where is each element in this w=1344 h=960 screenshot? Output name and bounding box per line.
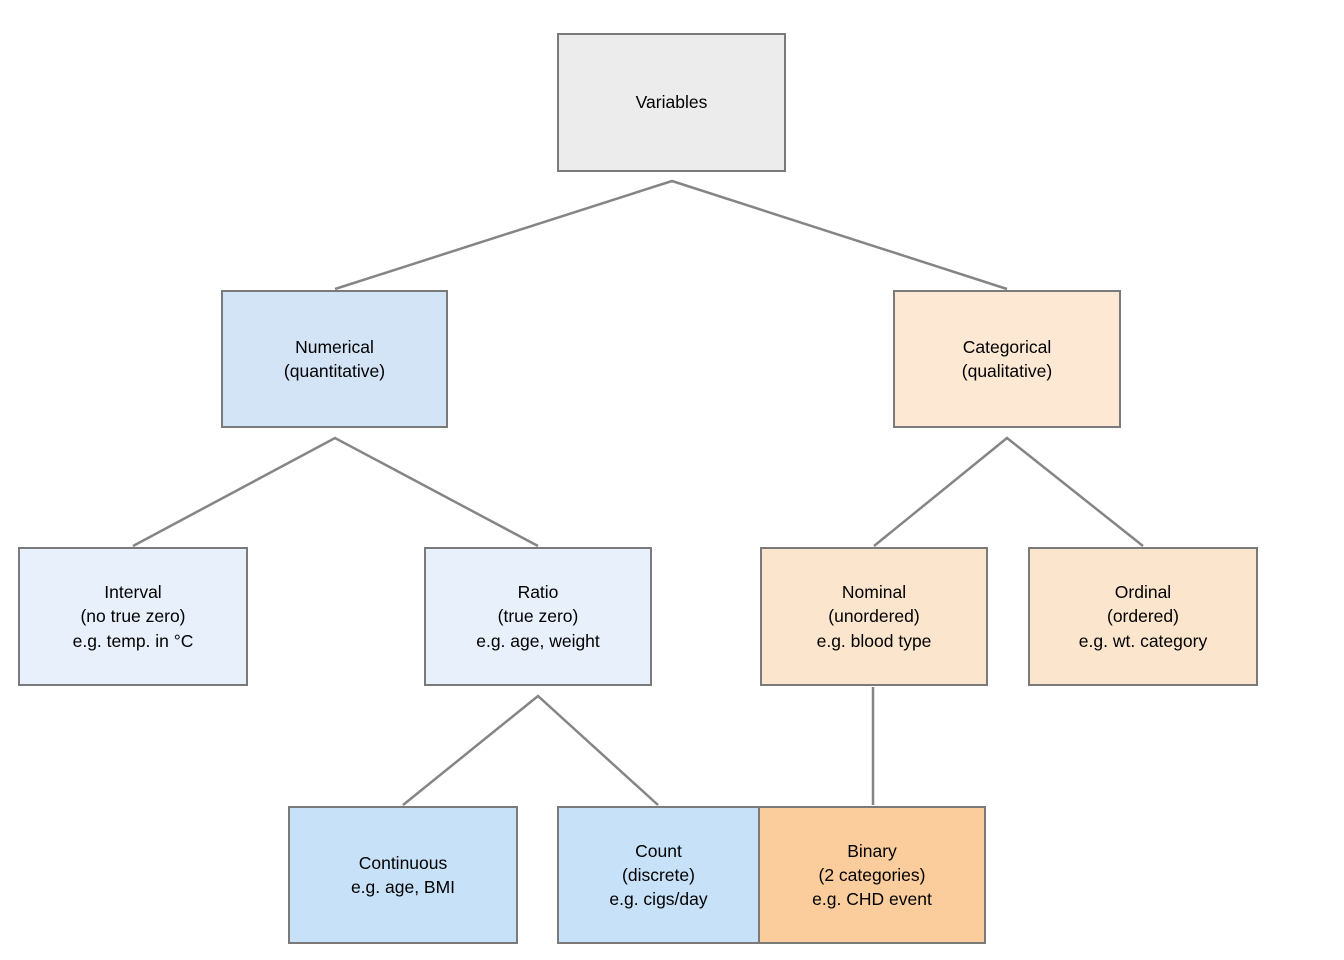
node-interval: Interval (no true zero) e.g. temp. in °C [18,547,248,686]
node-example: e.g. CHD event [812,889,932,910]
edge-numerical-children [132,436,539,548]
node-label: Categorical [962,336,1052,357]
node-example: e.g. age, weight [476,630,600,651]
node-variables: Variables [557,33,786,172]
node-sublabel: (true zero) [497,606,579,627]
node-label: Interval [104,582,162,603]
edge-variables-children [334,179,1008,291]
node-label: Nominal [841,582,907,603]
node-label: Variables [635,92,708,113]
node-sublabel: (no true zero) [80,606,186,627]
node-nominal: Nominal (unordered) e.g. blood type [760,547,988,686]
node-sublabel: (unordered) [828,606,920,627]
node-categorical: Categorical (qualitative) [893,290,1121,428]
node-label: Count [635,840,682,861]
node-example: e.g. temp. in °C [72,630,194,651]
node-label: Binary [847,840,897,861]
node-sublabel: (quantitative) [283,361,386,381]
edge-ratio-children [402,694,659,806]
node-ratio: Ratio (true zero) e.g. age, weight [424,547,652,686]
node-label: Numerical [295,336,374,357]
node-label: Ratio [517,582,559,603]
node-sublabel: (ordered) [1107,606,1179,627]
node-count: Count (discrete) e.g. cigs/day [557,806,760,944]
node-sublabel: (2 categories) [818,864,926,885]
node-numerical: Numerical (quantitative) [221,290,448,428]
edge-categorical-children [873,436,1144,547]
node-example: e.g. cigs/day [609,889,708,910]
node-continuous: Continuous e.g. age, BMI [288,806,518,944]
node-ordinal: Ordinal (ordered) e.g. wt. category [1028,547,1258,686]
node-sublabel: (discrete) [622,864,695,885]
node-example: e.g. wt. category [1078,630,1208,651]
node-label: Ordinal [1114,582,1172,603]
node-sublabel: (qualitative) [961,361,1053,381]
node-example: e.g. age, BMI [350,877,456,897]
node-example: e.g. blood type [816,630,932,651]
node-label: Continuous [358,852,448,873]
node-binary: Binary (2 categories) e.g. CHD event [758,806,986,944]
